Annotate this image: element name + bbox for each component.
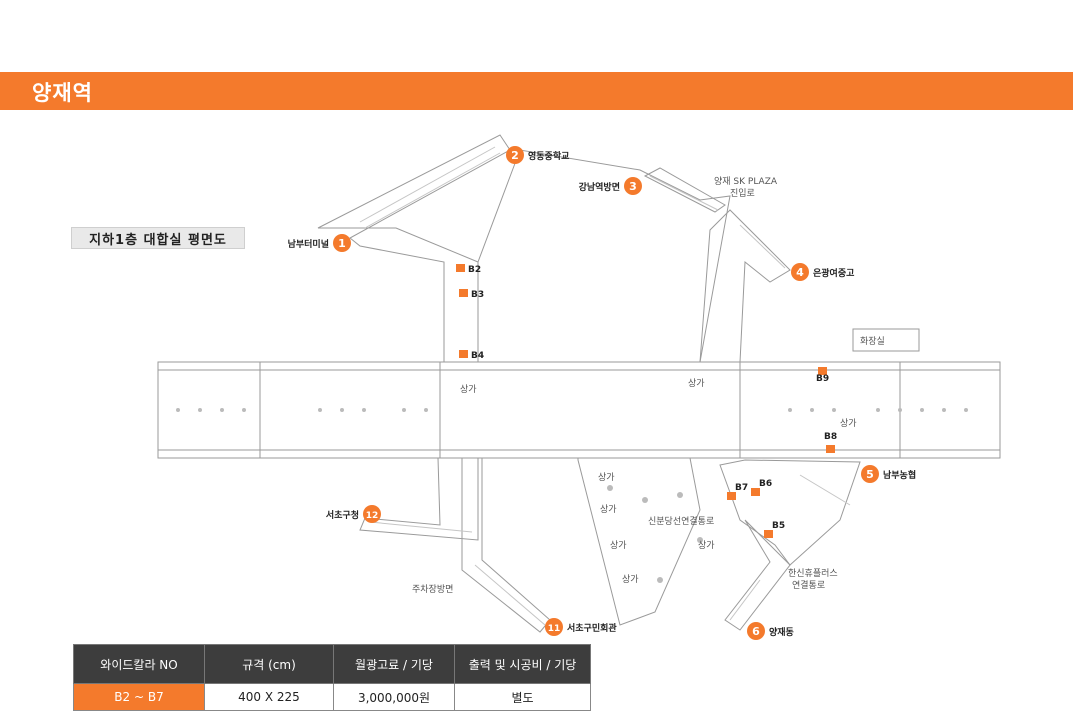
exit-name: 남부터미널 [288, 238, 329, 250]
corridor-exit-1-2 [317, 134, 511, 363]
exit-11-marker [545, 618, 563, 636]
exit-1-marker [333, 234, 351, 252]
exit-4-marker [791, 263, 809, 281]
exit-number: 4 [796, 266, 804, 279]
south-shops [577, 457, 701, 626]
exit-number: 12 [366, 511, 379, 521]
concourse-pillars [176, 408, 968, 583]
exit-name: 서초구민회관 [567, 622, 617, 634]
ad-spot-b8 [826, 445, 835, 453]
corridor-exit-11 [461, 457, 551, 633]
restroom-label: 화장실 [860, 336, 885, 347]
ad-spot-label: B9 [816, 374, 829, 384]
parking-label: 주차장방면 [412, 583, 453, 595]
exit-number: 1 [338, 237, 346, 250]
sinbundang-label: 신분당선연결통로 [648, 516, 714, 527]
col-header-install: 출력 및 시공비 / 기당 [454, 644, 591, 684]
shop-label: 상가 [688, 378, 705, 389]
ad-spot-b7 [727, 492, 736, 500]
exit-name: 서초구청 [326, 509, 359, 521]
exit-name: 영동중학교 [528, 150, 569, 162]
title-bar: 양재역 [0, 72, 1073, 110]
ad-spot-label: B8 [824, 432, 837, 442]
corridor-exit-6 [724, 519, 791, 631]
shop-label: 상가 [610, 540, 627, 551]
shop-label: 상가 [698, 540, 715, 551]
sk-plaza-label: 양재 SK PLAZA [714, 176, 778, 187]
exit-number: 2 [511, 149, 519, 162]
exit-name: 양재동 [769, 626, 794, 638]
col-header-size: 규격 (cm) [204, 644, 334, 684]
cell-no: B2 ~ B7 [73, 683, 205, 711]
cell-price: 3,000,000원 [333, 683, 455, 711]
exit-name: 은광여중고 [813, 267, 854, 279]
map-walls [157, 134, 1001, 633]
ad-spot-b3 [459, 289, 468, 297]
ad-spot-b6 [751, 488, 760, 496]
shop-label: 상가 [622, 574, 639, 585]
exit-5-marker [861, 465, 879, 483]
stairs [359, 146, 851, 626]
floor-label: 지하1층 대합실 평면도 [71, 227, 245, 249]
exit-12-marker [363, 505, 381, 523]
cell-install: 별도 [454, 683, 591, 711]
corridor-exit-3 [643, 167, 726, 213]
exit-name: 강남역방면 [579, 181, 620, 193]
exit-2-marker [506, 146, 524, 164]
exit-3-marker [624, 177, 642, 195]
page-title: 양재역 [32, 81, 93, 105]
ad-spot-b4 [459, 350, 468, 358]
col-header-no: 와이드칼라 NO [73, 644, 205, 684]
exit-name: 남부농협 [883, 469, 916, 481]
restroom-box [852, 328, 920, 352]
shop-label: 상가 [460, 384, 477, 395]
spec-table: 와이드칼라 NO 규격 (cm) 월광고료 / 기당 출력 및 시공비 / 기당… [73, 644, 591, 711]
exit-number: 5 [866, 468, 874, 481]
ad-spot-b9 [818, 367, 827, 375]
shop-label: 상가 [600, 504, 617, 515]
north-hall [477, 149, 731, 363]
corridor-exit-5 [719, 459, 861, 566]
table-row: B2 ~ B7 400 X 225 3,000,000원 별도 [73, 683, 591, 711]
shop-label: 상가 [598, 472, 615, 483]
col-header-price: 월광고료 / 기당 [333, 644, 455, 684]
cell-size: 400 X 225 [204, 683, 334, 711]
table-header-row: 와이드칼라 NO 규격 (cm) 월광고료 / 기당 출력 및 시공비 / 기당 [73, 644, 591, 684]
ad-spot-b2 [456, 264, 465, 272]
exit-number: 3 [629, 180, 637, 193]
corridor-exit-12 [359, 457, 479, 541]
ad-spot-label: B6 [759, 479, 772, 489]
ad-spot-label: B5 [772, 521, 785, 531]
exit-number: 6 [752, 625, 760, 638]
ad-spot-label: B2 [468, 265, 481, 275]
corridor-exit-3-4 [699, 209, 791, 363]
map-labels: 상가 상가 상가 상가 상가 상가 상가 상가 신분당선연결통로 양재 SK P… [412, 176, 885, 595]
ad-spot-label: B7 [735, 483, 748, 493]
hansin-label-2: 연결통로 [792, 580, 825, 591]
ad-spot-b5 [764, 530, 773, 538]
hansin-label: 한신휴플러스 [788, 568, 838, 579]
exit-number: 11 [548, 624, 561, 634]
exit-markers: 1 남부터미널 2 영동중학교 3 강남역방면 4 은광여중고 5 남부농협 6 양재동 11 서초구민회… [288, 146, 916, 640]
shop-label: 상가 [840, 418, 857, 429]
sk-plaza-label-2: 진입로 [730, 187, 755, 199]
exit-6-marker [747, 622, 765, 640]
ad-spot-label: B3 [471, 290, 484, 300]
concourse-outline [157, 361, 1001, 459]
ad-spot-label: B4 [471, 351, 484, 361]
